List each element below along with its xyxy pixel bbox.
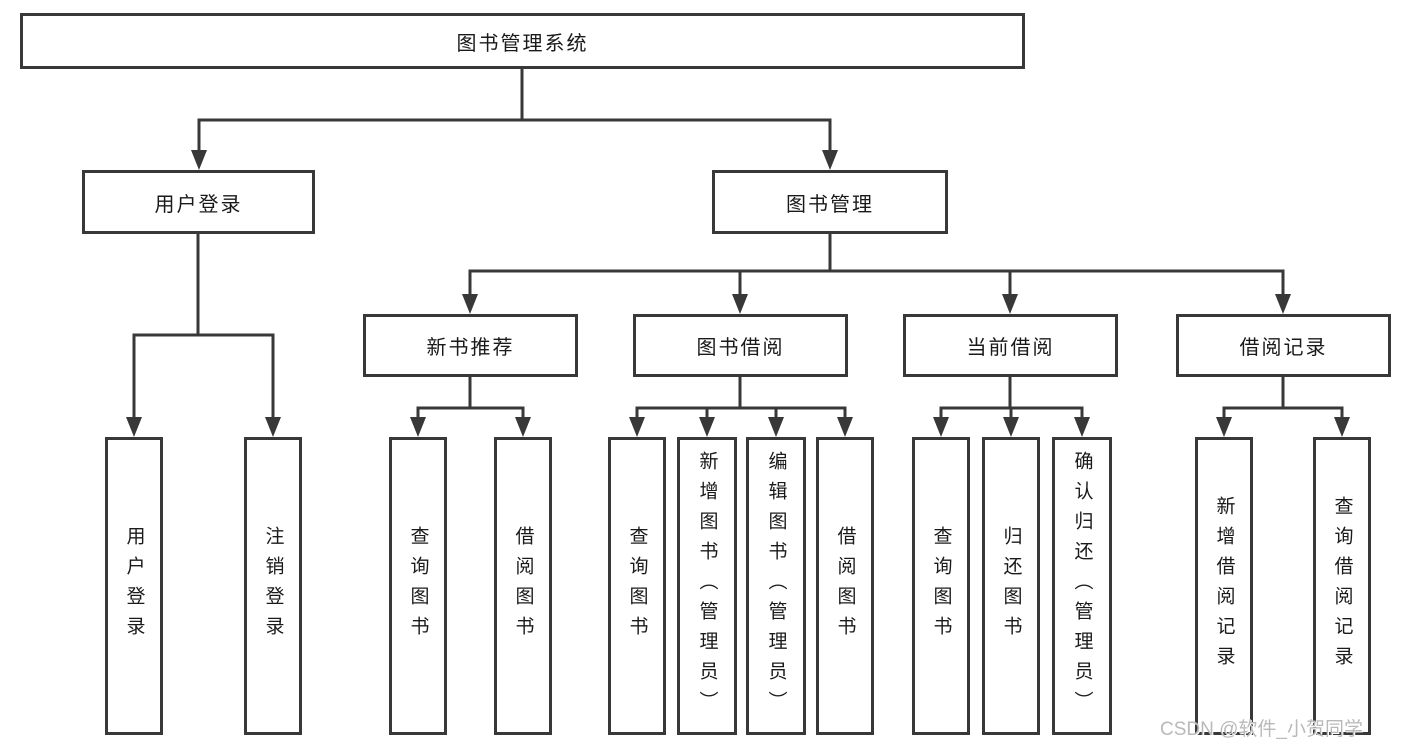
node-user-login: 用户登录 <box>82 170 315 234</box>
csdn-watermark: CSDN @软件_小贺同学 <box>1160 719 1363 740</box>
leaf-add-book-admin: 新增图书（管理员） <box>677 437 737 735</box>
node-label: 新书推荐 <box>426 337 515 359</box>
node-label: 图书借阅 <box>696 337 785 359</box>
node-label: 用户登录 <box>154 193 243 216</box>
leaf-return-book: 归还图书 <box>982 437 1040 735</box>
leaf-borrow-books-borrow: 借阅图书 <box>816 437 874 735</box>
node-label: 用户登录 <box>123 526 145 646</box>
node-label: 借阅图书 <box>512 526 534 646</box>
node-book-borrow: 图书借阅 <box>633 314 848 377</box>
node-label: 新增图书（管理员） <box>696 451 718 721</box>
node-label: 图书管理 <box>786 193 874 216</box>
leaf-query-borrow-record: 查询借阅记录 <box>1313 437 1371 735</box>
node-label: 查询图书 <box>930 526 952 646</box>
node-label: 确认归还（管理员） <box>1071 451 1093 721</box>
node-label: 借阅图书 <box>834 526 856 646</box>
node-label: 查询图书 <box>626 526 648 646</box>
node-label: 归还图书 <box>1000 526 1022 646</box>
node-borrow-records: 借阅记录 <box>1176 314 1391 377</box>
node-new-book-recommend: 新书推荐 <box>363 314 578 377</box>
node-root-library-system: 图书管理系统 <box>20 13 1025 69</box>
leaf-query-books-borrow: 查询图书 <box>608 437 666 735</box>
leaf-edit-book-admin: 编辑图书（管理员） <box>746 437 806 735</box>
leaf-logout-login: 注销登录 <box>244 437 302 735</box>
leaf-confirm-return-admin: 确认归还（管理员） <box>1052 437 1112 735</box>
node-label: 当前借阅 <box>966 337 1055 359</box>
node-label: 查询借阅记录 <box>1331 496 1353 676</box>
node-label: 查询图书 <box>407 526 429 646</box>
node-label: 借阅记录 <box>1239 337 1328 359</box>
leaf-user-login: 用户登录 <box>105 437 163 735</box>
arrowhead-icons <box>126 150 1350 437</box>
node-label: 图书管理系统 <box>456 32 589 55</box>
node-current-borrow: 当前借阅 <box>903 314 1118 377</box>
leaf-query-books-current: 查询图书 <box>912 437 970 735</box>
node-label: 新增借阅记录 <box>1213 496 1235 676</box>
node-label: 注销登录 <box>262 526 284 646</box>
leaf-add-borrow-record: 新增借阅记录 <box>1195 437 1253 735</box>
node-book-management: 图书管理 <box>712 170 948 234</box>
node-label: 编辑图书（管理员） <box>765 451 787 721</box>
leaf-query-books-recommend: 查询图书 <box>389 437 447 735</box>
leaf-borrow-books-recommend: 借阅图书 <box>494 437 552 735</box>
